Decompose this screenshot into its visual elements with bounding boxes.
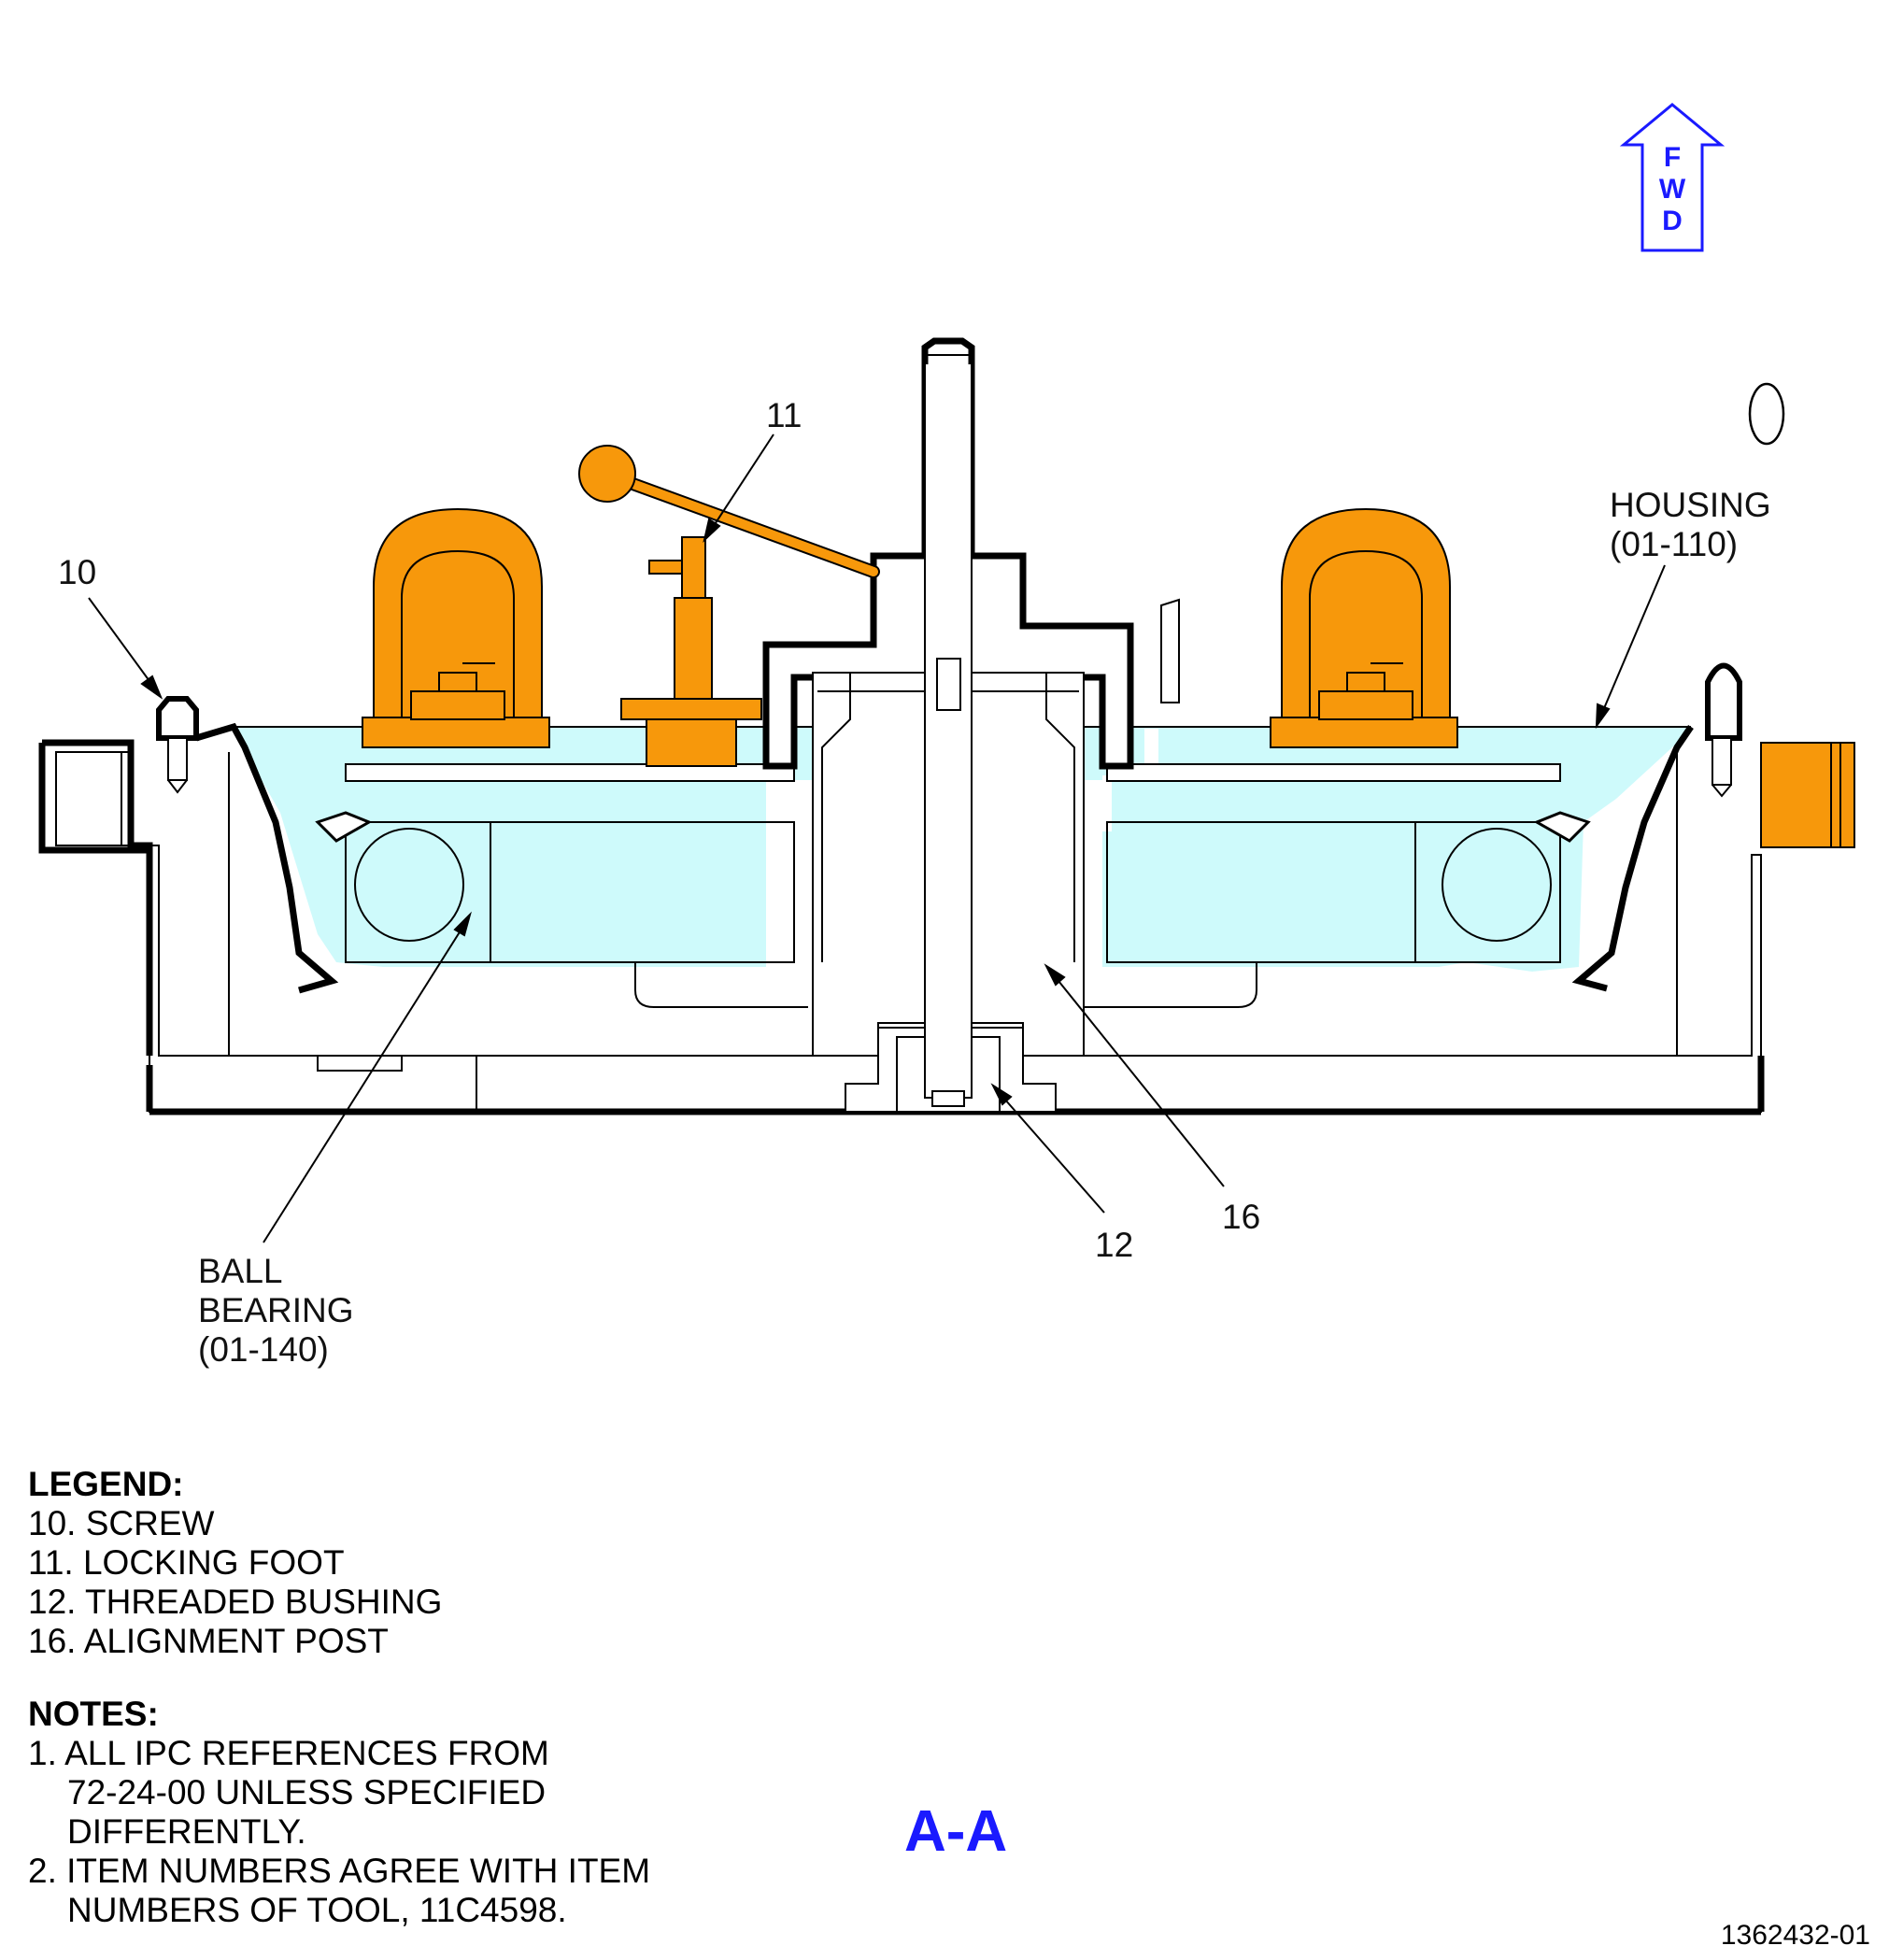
section-title: A-A (904, 1799, 1008, 1864)
callout-item-16: 16 (1222, 1198, 1261, 1236)
note-line: NUMBERS OF TOOL, 11C4598. (67, 1891, 567, 1929)
ball-bearing (315, 763, 1591, 1008)
legend-heading: LEGEND: (28, 1465, 184, 1503)
callout-item-11: 11 (766, 396, 802, 434)
callout-housing: HOUSING (01-110) (1610, 486, 1771, 564)
locking-foot (578, 445, 880, 767)
notes: NOTES: 1. ALL IPC REFERENCES FROM 72-24-… (28, 1695, 650, 1930)
note-line: 72-24-00 UNLESS SPECIFIED (67, 1773, 547, 1811)
screw-left (156, 696, 199, 794)
bearing-ball-left (354, 828, 464, 942)
legend-item: 12. THREADED BUSHING (28, 1583, 443, 1621)
lifting-eye-right (1270, 507, 1458, 748)
legend: LEGEND: 10. SCREW 11. LOCKING FOOT 12. T… (28, 1465, 442, 1661)
notes-heading: NOTES: (28, 1695, 159, 1733)
fwd-letter: D (1662, 206, 1683, 236)
screw-right (1705, 662, 1742, 798)
fwd-arrow-icon (1619, 103, 1726, 252)
legend-item: 10. SCREW (28, 1504, 215, 1542)
callout-ball-bearing: BALL BEARING (01-140) (198, 1252, 354, 1370)
note-line: 2. ITEM NUMBERS AGREE WITH ITEM (28, 1852, 651, 1890)
fwd-letter: W (1658, 174, 1686, 205)
callout-ball-bearing-line: BALL (198, 1252, 283, 1290)
right-side-block (1760, 742, 1855, 848)
legend-item: 16. ALIGNMENT POST (28, 1622, 389, 1660)
fwd-letter: F (1663, 142, 1682, 173)
note-line: 1. ALL IPC REFERENCES FROM (28, 1734, 549, 1772)
callout-item-12: 12 (1095, 1226, 1134, 1264)
lifting-eye-left (362, 507, 550, 748)
oval-mark (1748, 382, 1785, 446)
note-line: DIFFERENTLY. (67, 1812, 306, 1851)
figure-number: 1362432-01 (1720, 1920, 1870, 1951)
leader-lines (88, 433, 1666, 1243)
fwd-label: F W D (1654, 142, 1691, 237)
alignment-post (762, 337, 1134, 1113)
callout-housing-line: (01-110) (1610, 525, 1739, 563)
legend-item: 11. LOCKING FOOT (28, 1543, 345, 1582)
callout-ball-bearing-line: BEARING (198, 1291, 354, 1329)
bearing-ball-right (1442, 828, 1552, 942)
callout-ball-bearing-line: (01-140) (198, 1330, 329, 1369)
callout-housing-line: HOUSING (1610, 486, 1771, 524)
callout-item-10: 10 (58, 553, 97, 591)
bracket (1160, 598, 1180, 703)
